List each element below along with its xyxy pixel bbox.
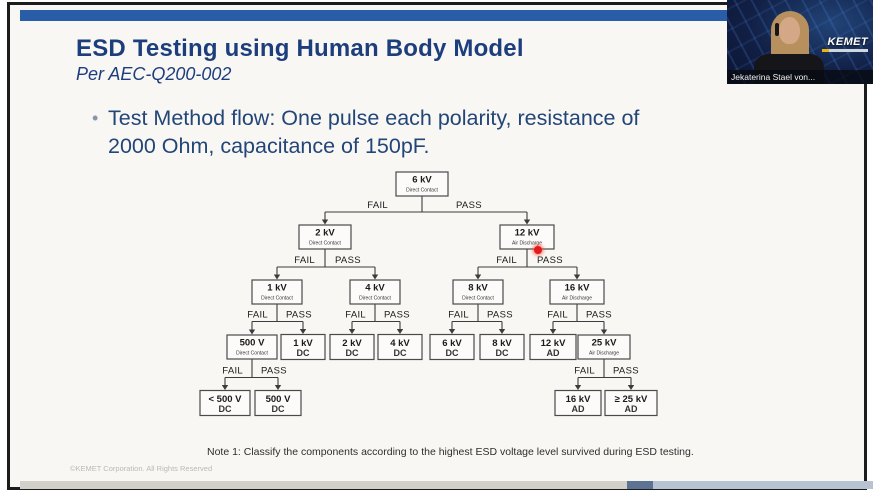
svg-text:Direct Contact: Direct Contact [236,351,268,357]
branch-label: PASS [613,366,639,377]
branch-label: FAIL [496,255,517,266]
kemet-logo-text: KEMET [827,36,868,48]
page-title: ESD Testing using Human Body Model [76,35,524,62]
svg-text:1 kV: 1 kV [267,283,287,294]
svg-text:DC: DC [394,348,407,358]
svg-text:2 kV: 2 kV [342,338,362,349]
slide-frame: ESD Testing using Human Body Model Per A… [7,2,873,490]
svg-text:500 V: 500 V [240,338,265,349]
svg-text:DC: DC [496,348,509,358]
branch-label: PASS [335,255,361,266]
flow-node-n8kv: 8 kV Direct Contact [452,279,504,305]
page-subtitle: Per AEC-Q200-002 [76,64,232,84]
footnote: Note 1: Classify the components accordin… [207,446,694,458]
svg-text:DC: DC [346,348,359,358]
svg-text:6 kV: 6 kV [412,175,432,186]
svg-text:500 V: 500 V [266,394,291,405]
svg-text:DC: DC [446,348,459,358]
svg-text:16 kV: 16 kV [565,283,590,294]
svg-text:Direct Contact: Direct Contact [359,296,391,302]
bullet-list: • Test Method flow: One pulse each polar… [92,104,772,160]
svg-text:2 kV: 2 kV [315,228,335,239]
flow-node-t500v: 500 VDC [254,389,302,417]
svg-text:Air Discharge: Air Discharge [589,351,619,357]
branch-label: FAIL [367,200,388,211]
flow-node-n2kv: 2 kV Direct Contact [298,224,352,250]
kemet-logo: KEMET [822,36,868,52]
laser-pointer-dot [534,246,542,254]
branch-label: FAIL [345,310,366,321]
svg-text:Direct Contact: Direct Contact [309,241,341,247]
branch-label: PASS [456,200,482,211]
svg-text:12 kV: 12 kV [541,338,566,349]
branch-label: FAIL [247,310,268,321]
svg-text:Direct Contact: Direct Contact [462,296,494,302]
flow-node-n12kv: 12 kV Air Discharge [499,224,555,250]
branch-label: FAIL [547,310,568,321]
webcam-overlay: KEMET Jekaterina Stael von... [727,0,873,84]
branch-label: FAIL [222,366,243,377]
flow-node-n4kv: 4 kV Direct Contact [349,279,401,305]
bullet-text-line1: Test Method flow: One pulse each polarit… [108,106,640,130]
participant-name-label: Jekaterina Stael von... [727,70,873,84]
bullet-dot: • [92,108,99,128]
branch-label: FAIL [574,366,595,377]
svg-text:1 kV: 1 kV [293,338,313,349]
svg-text:AD: AD [547,348,560,358]
kemet-logo-tagline-bar [822,49,868,52]
branch-label: FAIL [294,255,315,266]
flow-node-n25kv: 25 kV Air Discharge [577,334,631,360]
flow-node-n500v: 500 V Direct Contact [226,334,278,360]
svg-text:AD: AD [625,404,638,414]
svg-text:DC: DC [219,404,232,414]
svg-text:Direct Contact: Direct Contact [406,188,438,194]
svg-text:4 kV: 4 kV [390,338,410,349]
scrollbar-thumb[interactable] [627,481,653,489]
svg-text:< 500 V: < 500 V [208,394,242,405]
svg-text:8 kV: 8 kV [492,338,512,349]
branch-label: PASS [487,310,513,321]
svg-text:AD: AD [572,404,585,414]
svg-text:16 kV: 16 kV [566,394,591,405]
svg-text:Direct Contact: Direct Contact [261,296,293,302]
branch-label: FAIL [448,310,469,321]
svg-text:8 kV: 8 kV [468,283,488,294]
flow-node-tlt500: < 500 VDC [199,389,251,417]
horizontal-scrollbar[interactable] [20,481,873,489]
branch-label: PASS [537,255,563,266]
svg-text:4 kV: 4 kV [365,283,385,294]
svg-text:6 kV: 6 kV [442,338,462,349]
flow-node-n16kv: 16 kV Air Discharge [549,279,605,305]
scrollbar-track-right[interactable] [653,481,873,489]
svg-text:12 kV: 12 kV [515,228,540,239]
presenter-face [779,17,800,44]
svg-text:DC: DC [297,348,310,358]
branch-label: PASS [384,310,410,321]
branch-label: PASS [261,366,287,377]
copyright-text: ©KEMET Corporation. All Rights Reserved [70,464,213,473]
svg-text:Air Discharge: Air Discharge [562,296,592,302]
svg-text:DC: DC [272,404,285,414]
flow-node-n6kv: 6 kV Direct Contact [395,171,449,197]
branch-label: PASS [586,310,612,321]
flow-node-n1kv: 1 kV Direct Contact [251,279,303,305]
svg-text:≥ 25 kV: ≥ 25 kV [615,394,648,405]
branch-label: PASS [286,310,312,321]
bullet-text-line2: 2000 Ohm, capacitance of 150pF. [108,134,430,158]
headset-icon [775,23,779,36]
svg-text:25 kV: 25 kV [592,338,617,349]
svg-text:Air Discharge: Air Discharge [512,241,542,247]
slide-top-accent-bar [20,10,873,21]
